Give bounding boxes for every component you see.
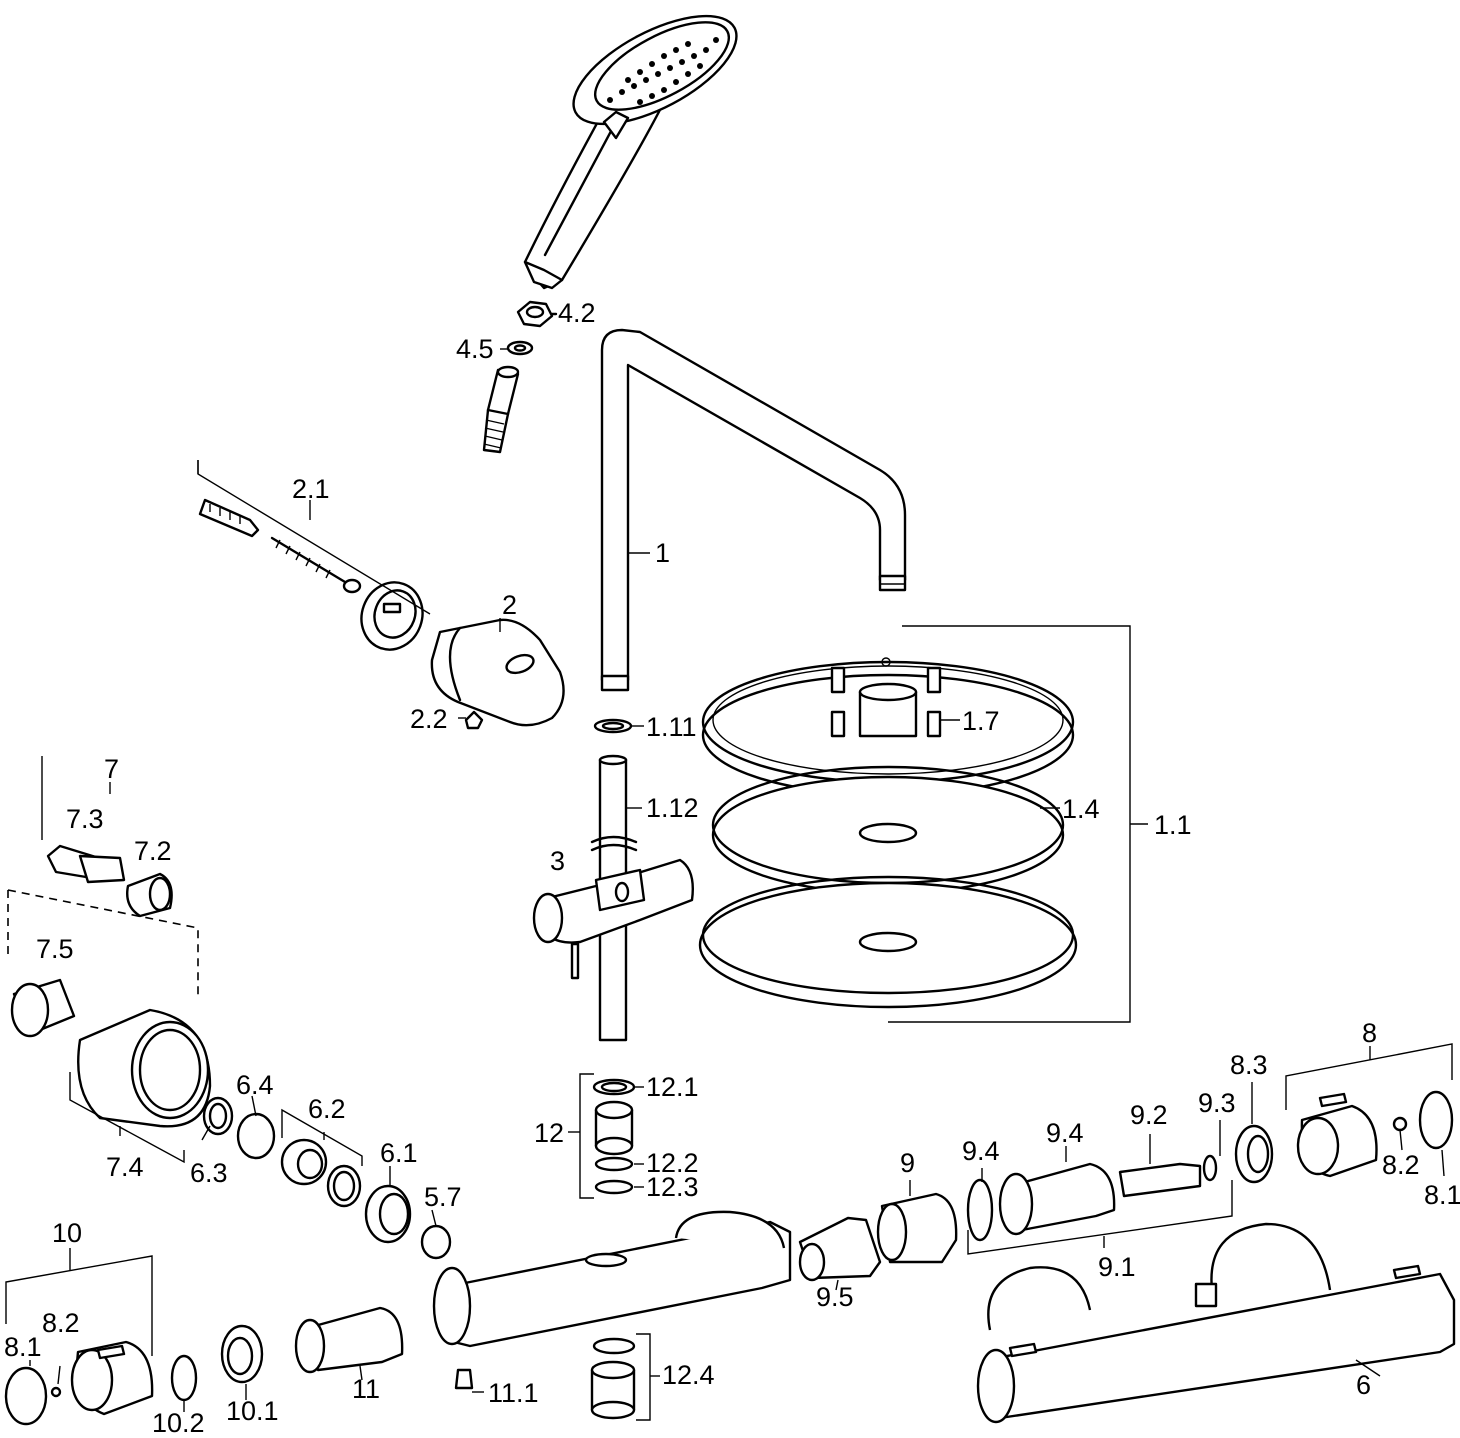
label-4-5: 4.5	[456, 334, 494, 364]
label-6-3: 6.3	[190, 1158, 228, 1188]
label-12-4: 12.4	[662, 1360, 715, 1390]
label-1-12: 1.12	[646, 793, 699, 823]
label-7-3: 7.3	[66, 804, 104, 834]
label-10-2: 10.2	[152, 1408, 205, 1438]
label-1-11: 1.11	[646, 712, 697, 742]
label-9-2: 9.2	[1130, 1100, 1168, 1130]
wall-bracket	[198, 498, 565, 730]
slider	[532, 858, 694, 980]
part-6-small-parts	[202, 1096, 452, 1260]
label-1-1: 1.1	[1154, 810, 1192, 840]
label-8-2-left: 8.2	[42, 1308, 80, 1338]
hose-end	[482, 365, 520, 454]
label-9-3: 9.3	[1198, 1088, 1236, 1118]
part-8-group	[1296, 1090, 1454, 1178]
label-12-2: 12.2	[646, 1148, 699, 1178]
label-6-1: 6.1	[380, 1138, 418, 1168]
label-3: 3	[550, 846, 565, 876]
label-9-4-upper: 9.4	[1046, 1118, 1084, 1148]
leader-lines	[5, 313, 1453, 1421]
label-8-2-right: 8.2	[1382, 1150, 1420, 1180]
label-2: 2	[502, 590, 517, 620]
label-6-2: 6.2	[308, 1094, 346, 1124]
label-2-2: 2.2	[410, 704, 448, 734]
spray-holes	[607, 37, 719, 105]
label-10: 10	[52, 1218, 82, 1248]
hand-shower	[523, 14, 738, 290]
part-9-group	[798, 1124, 1274, 1282]
hose-washer	[506, 340, 534, 356]
label-12: 12	[534, 1118, 564, 1148]
label-7-2: 7.2	[134, 836, 172, 866]
label-12-3: 12.3	[646, 1172, 699, 1202]
part-10-11-group	[4, 1306, 404, 1426]
label-6-4: 6.4	[236, 1070, 274, 1100]
label-7-4: 7.4	[106, 1152, 144, 1182]
label-8-1-left: 8.1	[4, 1332, 42, 1362]
label-6: 6	[1356, 1370, 1371, 1400]
label-9-1: 9.1	[1098, 1252, 1136, 1282]
label-9: 9	[900, 1148, 915, 1178]
label-1-4: 1.4	[1062, 794, 1100, 824]
hose-nut	[516, 300, 558, 328]
head-shower-spray-face	[698, 875, 1078, 1009]
label-12-1: 12.1	[646, 1072, 699, 1102]
label-8: 8	[1362, 1018, 1377, 1048]
label-9-4-lower: 9.4	[962, 1136, 1000, 1166]
head-shower-top	[701, 657, 1075, 797]
part-7-group	[7, 844, 212, 1128]
head-shower-plate	[711, 765, 1065, 895]
label-1-7: 1.7	[962, 706, 1000, 736]
seal-set-12	[590, 1078, 636, 1420]
label-9-5: 9.5	[816, 1282, 854, 1312]
label-5-7: 5.7	[424, 1182, 462, 1212]
part-labels: 4.2 4.5 1 2.1 2 2.2 1.11 1.7 1.12 1.4 1.…	[4, 298, 1460, 1438]
thermostat-body-left	[432, 1210, 792, 1390]
label-11: 11	[352, 1374, 380, 1404]
label-7: 7	[104, 754, 119, 784]
label-8-3: 8.3	[1230, 1050, 1268, 1080]
label-7-5: 7.5	[36, 934, 74, 964]
shower-pipe	[600, 328, 907, 692]
label-8-1-right: 8.1	[1424, 1180, 1460, 1210]
thermostat-body-right	[976, 1222, 1456, 1424]
label-2-1: 2.1	[292, 474, 330, 504]
label-11-1: 11.1	[488, 1378, 539, 1408]
label-4-2: 4.2	[558, 298, 596, 328]
label-10-1: 10.1	[226, 1396, 279, 1426]
label-1: 1	[655, 538, 670, 568]
